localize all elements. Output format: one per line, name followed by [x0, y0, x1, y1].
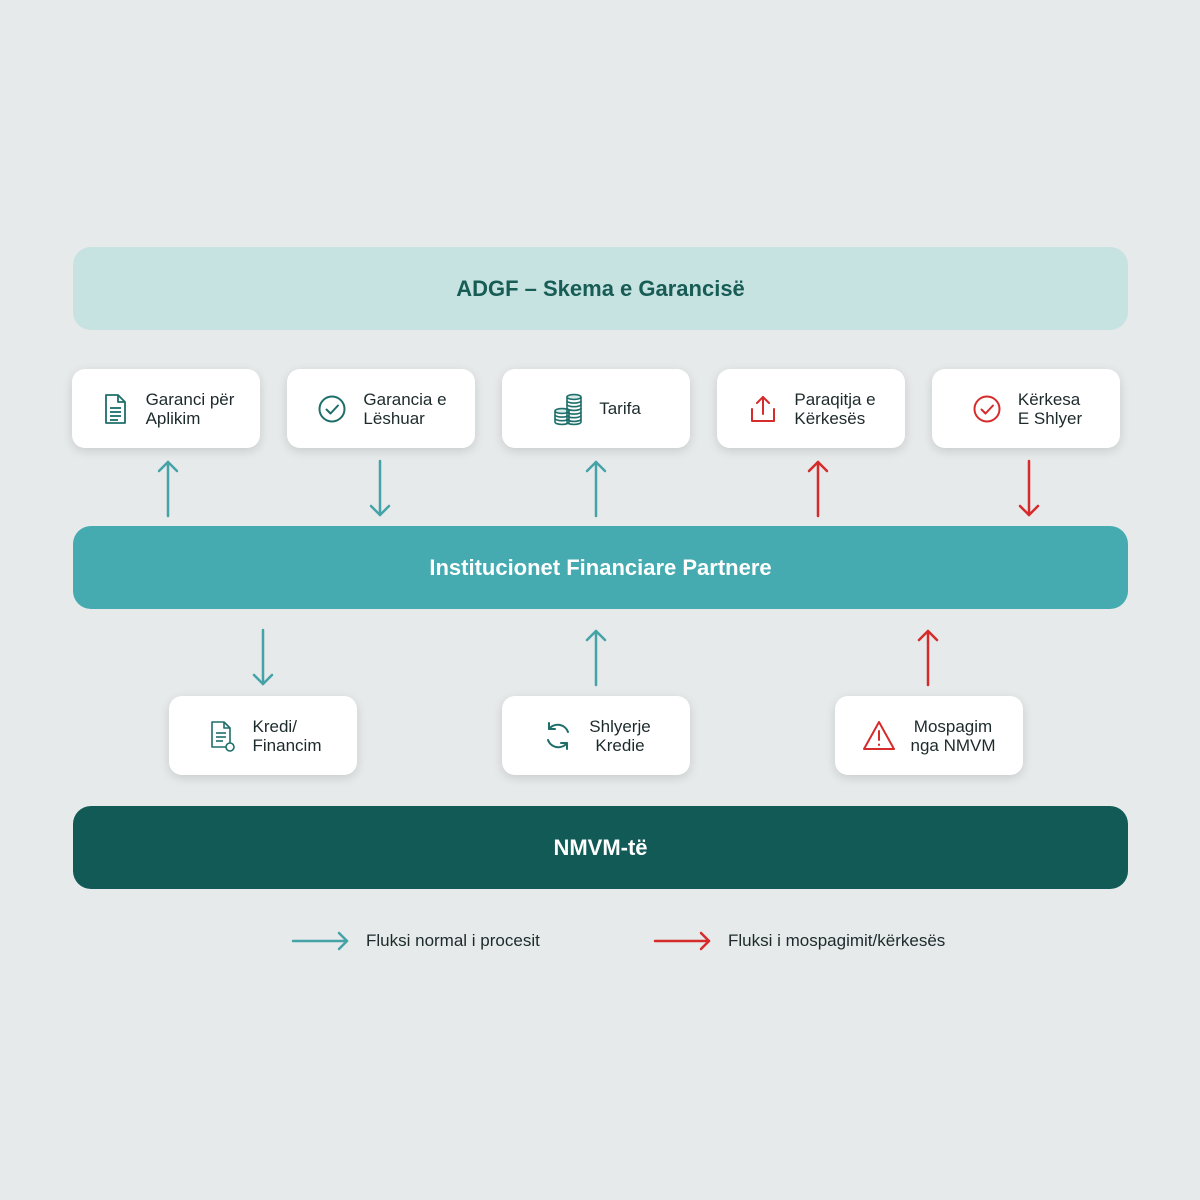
- card-label: Paraqitja e Kërkesës: [794, 389, 876, 428]
- guarantee-scheme-title: ADGF – Skema e Garancisë: [456, 275, 745, 301]
- check-circle-icon: [315, 392, 349, 426]
- loan-document-icon: [205, 719, 239, 753]
- smes-title: NMVM-të: [553, 834, 648, 860]
- arrow-down-loan: [252, 628, 274, 686]
- legend-normal-arrow-icon: [291, 931, 349, 951]
- partner-institutions-title: Institucionet Financiare Partnere: [429, 554, 772, 580]
- arrow-up-default: [917, 629, 939, 687]
- arrow-up-claim-submission: [807, 460, 829, 518]
- card-loan-repayment: Shlyerje Kredie: [502, 696, 690, 775]
- arrow-up-application: [157, 460, 179, 518]
- warning-icon: [862, 719, 896, 753]
- card-label: Tarifa: [599, 399, 641, 418]
- smes-band: NMVM-të: [73, 806, 1128, 889]
- card-fee: Tarifa: [502, 369, 690, 448]
- upload-icon: [746, 392, 780, 426]
- card-label: Shlyerje Kredie: [589, 716, 651, 755]
- partner-institutions-band: Institucionet Financiare Partnere: [73, 526, 1128, 609]
- card-label: Kredi/ Financim: [252, 716, 322, 755]
- arrow-up-fee: [585, 460, 607, 518]
- arrow-up-repayment: [585, 629, 607, 687]
- coins-icon: [551, 392, 585, 426]
- card-claim-submission: Paraqitja e Kërkesës: [717, 369, 905, 448]
- arrow-down-claim-paid: [1018, 459, 1040, 517]
- legend-normal-flow-label: Fluksi normal i procesit: [366, 931, 540, 950]
- legend-default-flow-label: Fluksi i mospagimit/kërkesës: [728, 931, 946, 950]
- card-loan-financing: Kredi/ Financim: [169, 696, 357, 775]
- card-guarantee-issued: Garancia e Lëshuar: [287, 369, 475, 448]
- card-label: Kërkesa E Shlyer: [1017, 389, 1083, 428]
- card-sme-default: Mospagim nga NMVM: [835, 696, 1023, 775]
- legend-default-arrow-icon: [653, 931, 711, 951]
- refresh-icon: [541, 719, 575, 753]
- card-label: Garancia e Lëshuar: [363, 389, 447, 428]
- check-circle-icon: [970, 392, 1004, 426]
- document-icon: [98, 392, 132, 426]
- card-label: Mospagim nga NMVM: [910, 716, 996, 755]
- card-claim-paid: Kërkesa E Shlyer: [932, 369, 1120, 448]
- guarantee-scheme-band: ADGF – Skema e Garancisë: [73, 247, 1128, 330]
- card-label: Garanci për Aplikim: [145, 389, 235, 428]
- card-guarantee-application: Garanci për Aplikim: [72, 369, 260, 448]
- arrow-down-issued: [369, 459, 391, 517]
